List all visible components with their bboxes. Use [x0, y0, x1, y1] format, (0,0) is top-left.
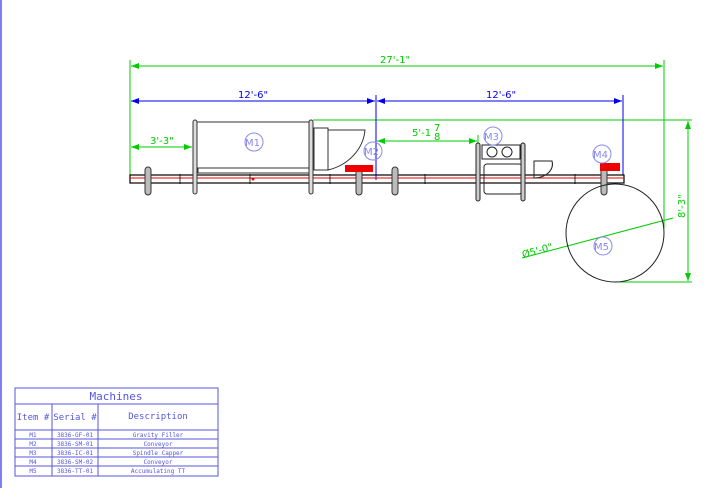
right-section-dimension: 12'-6" — [486, 90, 516, 101]
bubble-m4: M4 — [593, 150, 608, 161]
row-4-description: Conveyor — [144, 459, 173, 466]
row-1-description: Gravity Filler — [133, 432, 184, 439]
conveyor — [129, 174, 625, 184]
row-2-item: M2 — [29, 441, 37, 448]
machine-bubbles — [244, 126, 613, 256]
bubble-m3: M3 — [484, 132, 499, 143]
gravity-filler — [192, 119, 366, 195]
bubble-m1: M1 — [245, 138, 260, 149]
overall-dimension: 27'-1" — [380, 55, 410, 66]
conveyor-motors — [345, 163, 620, 172]
header-serial: Serial # — [53, 413, 97, 423]
row-4-serial: 3836-SM-02 — [57, 459, 94, 466]
spindle-capper — [475, 142, 553, 202]
table-rows: M1 3836-GF-01 Gravity Filler M2 3836-SM-… — [29, 432, 185, 475]
row-1-serial: 3836-GF-01 — [57, 432, 94, 439]
capper-offset-dimension: 5'-1 — [412, 128, 431, 139]
row-5-serial: 3836-TT-01 — [57, 468, 94, 475]
header-description: Description — [128, 412, 188, 422]
filler-offset-dimension: 3'-3" — [150, 136, 174, 147]
left-section-dimension: 12'-6" — [238, 90, 268, 101]
table-title: Machines — [90, 390, 143, 403]
row-3-item: M3 — [29, 450, 37, 457]
capper-offset-frac-den: 8 — [434, 132, 440, 143]
row-4-item: M4 — [29, 459, 37, 466]
capper-offset-frac-num: 7 — [434, 123, 440, 134]
blue-extension-lines — [375, 95, 624, 180]
machines-table — [14, 387, 219, 477]
row-3-description: Spindle Capper — [133, 450, 184, 457]
row-2-serial: 3836-SM-01 — [57, 441, 94, 448]
turntable-diameter-dimension: Ø5'-0" — [521, 241, 555, 261]
accumulating-turntable — [565, 183, 665, 283]
bubble-m5: M5 — [594, 242, 609, 253]
row-2-description: Conveyor — [144, 441, 173, 448]
bubble-m2: M2 — [364, 147, 379, 158]
diameter-leader — [521, 217, 674, 259]
row-5-item: M5 — [29, 468, 37, 475]
row-5-description: Accumulating TT — [131, 468, 186, 475]
vertical-dimension: 8'-3" — [677, 194, 688, 218]
row-1-item: M1 — [29, 432, 37, 439]
header-item: Item # — [17, 413, 50, 423]
row-3-serial: 3836-IC-01 — [57, 450, 94, 457]
